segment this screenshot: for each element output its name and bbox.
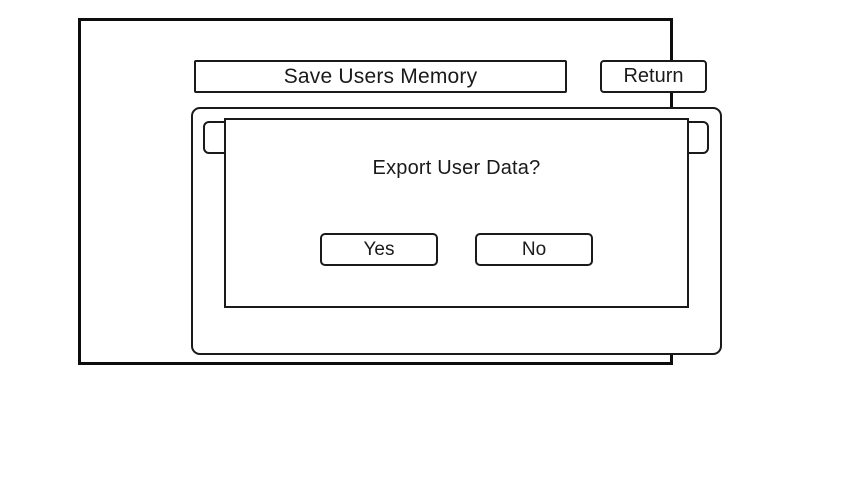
no-button[interactable]: No	[475, 233, 593, 266]
return-button-label: Return	[623, 65, 684, 87]
export-dialog: Export User Data? Yes No	[224, 118, 689, 308]
dialog-button-row: Yes No	[226, 233, 687, 266]
screen-title-box: Save Users Memory	[194, 60, 567, 93]
yes-button[interactable]: Yes	[320, 233, 438, 266]
dialog-title: Export User Data?	[372, 157, 541, 179]
screen-title: Save Users Memory	[283, 64, 478, 88]
return-button[interactable]: Return	[600, 60, 707, 93]
yes-button-label: Yes	[363, 238, 395, 260]
no-button-label: No	[521, 238, 547, 260]
device-frame: Save Users Memory Return Export User Dat…	[78, 18, 722, 365]
